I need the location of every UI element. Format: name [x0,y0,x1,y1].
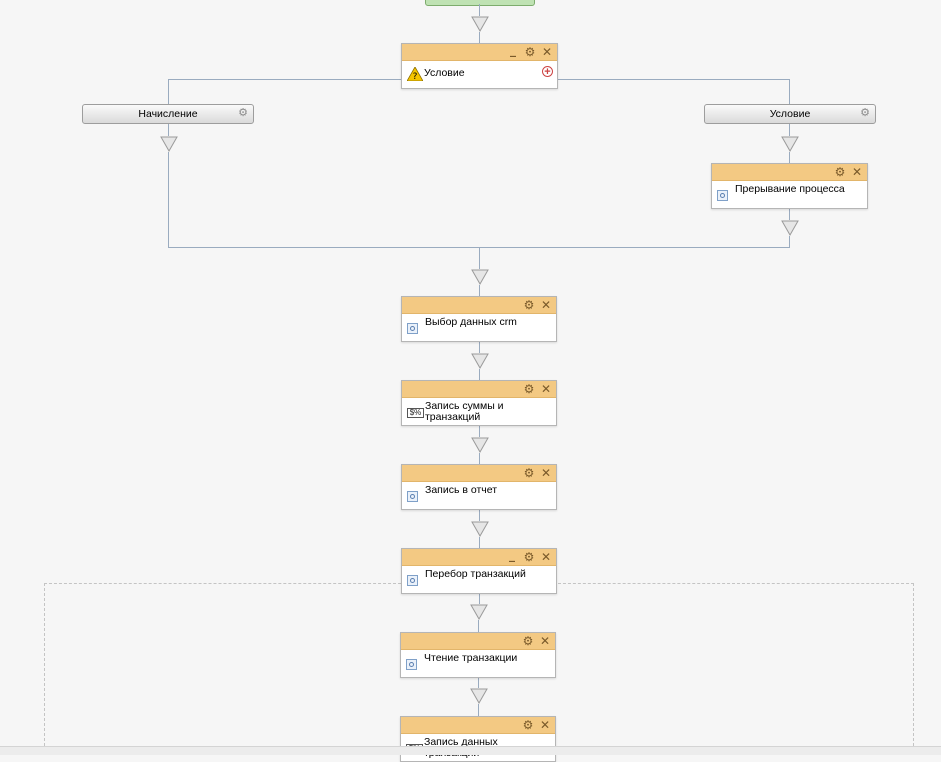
node-label: Условие [424,67,465,79]
node-label: Перебор транзакций [425,568,526,580]
connector [789,152,790,163]
flow-arrow [160,136,178,152]
node-label: Запись в отчет [425,484,498,496]
connector [479,426,480,437]
node-label: Запись суммы и транзакций [425,400,504,423]
flow-arrow [471,269,489,285]
loop-container-border [44,583,401,584]
node-header [401,633,555,650]
connector [168,79,401,80]
gear-icon[interactable]: ⚙ [522,634,534,648]
connector [168,79,169,104]
loop-container-border [44,583,45,746]
start-node[interactable] [425,0,535,6]
flow-arrow [471,521,489,537]
add-branch-icon[interactable]: + [542,66,553,78]
flow-arrow [781,220,799,236]
horizontal-scrollbar[interactable] [0,746,941,755]
node-header [402,381,556,398]
flow-arrow [470,688,488,704]
connector [479,285,480,296]
connector [479,247,480,269]
activity-node-interrupt[interactable]: ⚙ ✕ Прерывание процесса [711,163,868,209]
minimize-icon[interactable]: _ [509,548,515,562]
close-icon[interactable]: ✕ [540,550,552,564]
connector [479,453,480,464]
activity-node-read-tx[interactable]: ⚙ ✕ Чтение транзакции [400,632,556,678]
close-icon[interactable]: ✕ [539,634,551,648]
gear-icon[interactable]: ⚙ [238,106,248,119]
connector [789,209,790,220]
node-header [402,44,557,61]
connector [789,236,790,247]
activity-icon [407,323,418,334]
gear-icon[interactable]: ⚙ [524,45,536,59]
activity-node-write-tx-data[interactable]: ⚙ ✕ $% Запись данных транзакции [400,716,556,762]
node-label: Чтение транзакции [424,652,518,664]
connector [479,510,480,521]
gear-icon[interactable]: ⚙ [834,165,846,179]
script-icon: $% [407,408,424,418]
svg-text:?: ? [413,72,418,81]
activity-icon [406,659,417,670]
activity-icon [407,491,418,502]
connector [479,32,480,43]
flow-arrow [471,437,489,453]
activity-node-iterate[interactable]: _ ⚙ ✕ Перебор транзакций [401,548,557,594]
activity-node-write-report[interactable]: ⚙ ✕ Запись в отчет [401,464,557,510]
connector [478,620,479,632]
flow-arrow [471,353,489,369]
warning-question-icon: ? [406,66,424,82]
minimize-icon[interactable]: _ [510,43,516,57]
gear-icon[interactable]: ⚙ [523,382,535,396]
node-header [401,717,555,734]
flow-arrow [471,16,489,32]
branch-label: Начисление [138,108,198,120]
connector [479,537,480,548]
connector [479,342,480,353]
gear-icon[interactable]: ⚙ [522,718,534,732]
activity-icon [717,190,728,201]
gear-icon[interactable]: ⚙ [523,466,535,480]
connector [558,79,790,80]
node-label: Выбор данных crm [425,316,517,328]
node-label: Прерывание процесса [735,183,845,195]
node-header [402,465,556,482]
node-header [402,549,556,566]
connector [168,124,169,136]
condition-node[interactable]: _ ⚙ ✕ ? Условие + [401,43,558,89]
close-icon[interactable]: ✕ [540,466,552,480]
branch-label: Условие [769,108,811,120]
flow-arrow [470,604,488,620]
connector [479,369,480,380]
branch-right[interactable]: Условие ⚙ [704,104,876,124]
gear-icon[interactable]: ⚙ [860,106,870,119]
connector [789,124,790,136]
close-icon[interactable]: ✕ [851,165,863,179]
connector [789,79,790,104]
close-icon[interactable]: ✕ [539,718,551,732]
loop-container-border [913,583,914,746]
node-header [712,164,867,181]
close-icon[interactable]: ✕ [541,45,553,59]
activity-node-write-sum[interactable]: ⚙ ✕ $% Запись суммы и транзакций [401,380,557,426]
activity-icon [407,575,418,586]
loop-container-border [558,583,914,584]
activity-node-select-crm[interactable]: ⚙ ✕ Выбор данных crm [401,296,557,342]
close-icon[interactable]: ✕ [540,382,552,396]
gear-icon[interactable]: ⚙ [523,298,535,312]
connector [479,4,480,16]
connector [168,152,169,247]
connector [479,594,480,604]
branch-left[interactable]: Начисление ⚙ [82,104,254,124]
flow-arrow [781,136,799,152]
connector [478,678,479,688]
node-header [402,297,556,314]
close-icon[interactable]: ✕ [540,298,552,312]
gear-icon[interactable]: ⚙ [523,550,535,564]
connector [478,704,479,716]
